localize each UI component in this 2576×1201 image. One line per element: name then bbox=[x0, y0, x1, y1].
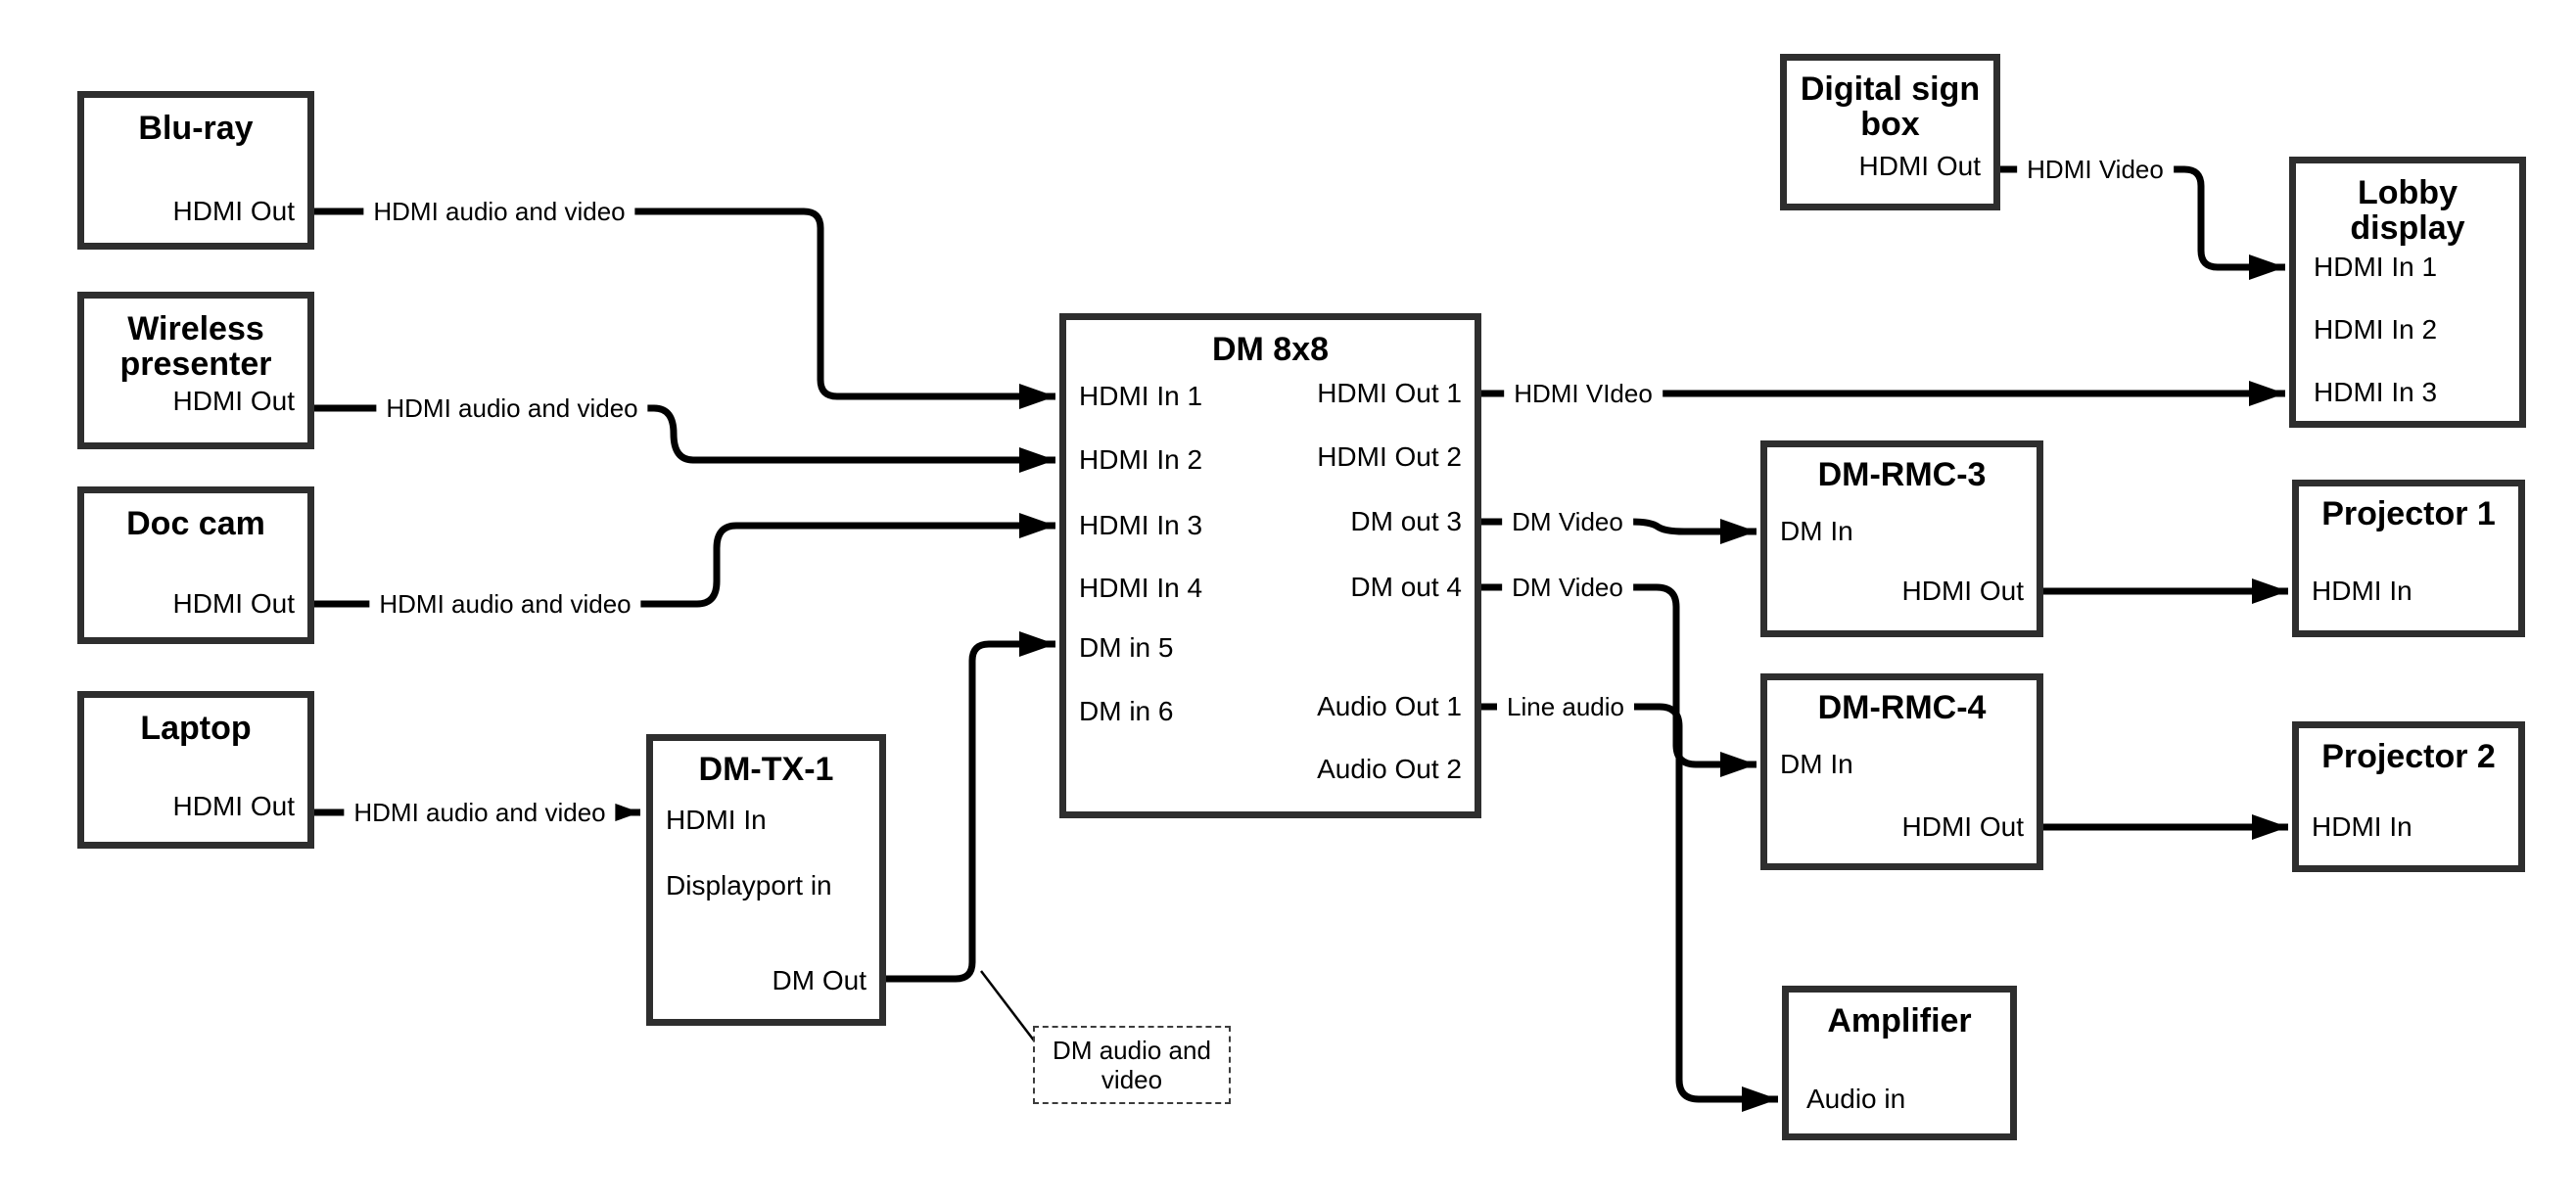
wire-bluray-to-dm8x8 bbox=[314, 208, 1055, 409]
node-dm-rmc-3-title: DM-RMC-3 bbox=[1817, 456, 1987, 493]
wire-doccam-to-dm8x8 bbox=[314, 513, 1055, 608]
port-dm8x8-hdmi-out-1: HDMI Out 1 bbox=[1317, 378, 1462, 408]
node-projector-2: Projector 2 HDMI In bbox=[2292, 721, 2525, 872]
node-laptop-title: Laptop bbox=[140, 710, 252, 747]
port-dmtx1-dm-out: DM Out bbox=[772, 965, 866, 995]
wire-label-bluray: HDMI audio and video bbox=[363, 196, 635, 227]
wire-label-doccam: HDMI audio and video bbox=[369, 588, 641, 620]
port-dm8x8-hdmi-in-4: HDMI In 4 bbox=[1079, 573, 1203, 603]
node-dm-8x8-title: DM 8x8 bbox=[1211, 331, 1330, 368]
note-callout-line bbox=[980, 970, 1035, 1041]
node-doc-cam-title: Doc cam bbox=[126, 505, 265, 542]
port-wireless-hdmi-out: HDMI Out bbox=[172, 386, 295, 416]
node-lobby-display-title: Lobby display bbox=[2350, 174, 2465, 247]
port-dm8x8-audio-out-1: Audio Out 1 bbox=[1317, 691, 1462, 721]
wire-label-laptop: HDMI audio and video bbox=[344, 797, 616, 828]
node-dm-tx-1-title: DM-TX-1 bbox=[698, 751, 834, 788]
wire-label-wireless: HDMI audio and video bbox=[376, 393, 648, 424]
node-doc-cam: Doc cam HDMI Out bbox=[77, 486, 314, 644]
port-laptop-hdmi-out: HDMI Out bbox=[172, 791, 295, 821]
wire-digital-sign-to-lobby bbox=[2000, 165, 2285, 280]
wire-label-hdmi-out-1: HDMI VIdeo bbox=[1504, 378, 1663, 409]
wire-dmtx1-to-dm8x8 bbox=[886, 631, 1055, 983]
node-bluray: Blu-ray HDMI Out bbox=[77, 91, 314, 250]
port-lobby-hdmi-in-2: HDMI In 2 bbox=[2314, 314, 2438, 345]
port-dm8x8-audio-out-2: Audio Out 2 bbox=[1317, 754, 1462, 784]
port-rmc3-dm-in: DM In bbox=[1780, 516, 1853, 546]
port-digital-sign-hdmi-out: HDMI Out bbox=[1858, 151, 1981, 181]
port-proj1-hdmi-in: HDMI In bbox=[2312, 576, 2412, 606]
wire-audio-out-1-to-amplifier bbox=[1481, 703, 1778, 1112]
port-doccam-hdmi-out: HDMI Out bbox=[172, 588, 295, 619]
wire-label-audio-out-1: Line audio bbox=[1497, 691, 1634, 722]
port-rmc3-hdmi-out: HDMI Out bbox=[1901, 576, 2024, 606]
node-amplifier: Amplifier Audio in bbox=[1782, 986, 2017, 1140]
port-rmc4-hdmi-out: HDMI Out bbox=[1901, 811, 2024, 842]
node-projector-1: Projector 1 HDMI In bbox=[2292, 480, 2525, 637]
port-dm8x8-dm-out-3: DM out 3 bbox=[1350, 506, 1462, 536]
node-dm-rmc-4-title: DM-RMC-4 bbox=[1817, 689, 1987, 726]
node-amplifier-title: Amplifier bbox=[1827, 1002, 1972, 1039]
wire-dm-out-3-to-rmc3 bbox=[1481, 518, 1756, 544]
wire-label-dm-out-4: DM Video bbox=[1502, 572, 1633, 603]
node-wireless-presenter: Wireless presenter HDMI Out bbox=[77, 292, 314, 449]
port-dm8x8-hdmi-in-1: HDMI In 1 bbox=[1079, 381, 1203, 411]
node-projector-1-title: Projector 1 bbox=[2321, 495, 2496, 532]
port-rmc4-dm-in: DM In bbox=[1780, 749, 1853, 779]
node-dm-rmc-3: DM-RMC-3 DM In HDMI Out bbox=[1760, 440, 2043, 637]
node-digital-sign-box-title: Digital sign box bbox=[1800, 70, 1981, 143]
node-dm-8x8: DM 8x8 HDMI In 1 HDMI In 2 HDMI In 3 HDM… bbox=[1059, 313, 1481, 818]
port-amplifier-audio-in: Audio in bbox=[1806, 1084, 1906, 1114]
wire-wireless-to-dm8x8 bbox=[314, 404, 1055, 473]
port-dm8x8-hdmi-out-2: HDMI Out 2 bbox=[1317, 441, 1462, 472]
wire-label-dm-out-3: DM Video bbox=[1502, 506, 1633, 537]
node-dm-tx-1: DM-TX-1 HDMI In Displayport in DM Out bbox=[646, 734, 886, 1026]
port-dmtx1-hdmi-in: HDMI In bbox=[666, 805, 767, 835]
note-dm-audio-and-video: DM audio and video bbox=[1033, 1026, 1231, 1104]
port-proj2-hdmi-in: HDMI In bbox=[2312, 811, 2412, 842]
node-projector-2-title: Projector 2 bbox=[2321, 738, 2496, 775]
wire-dm-out-4-to-rmc4 bbox=[1481, 583, 1756, 777]
port-dm8x8-hdmi-in-2: HDMI In 2 bbox=[1079, 444, 1203, 475]
port-dm8x8-dm-out-4: DM out 4 bbox=[1350, 572, 1462, 602]
port-dm8x8-hdmi-in-3: HDMI In 3 bbox=[1079, 510, 1203, 540]
node-laptop: Laptop HDMI Out bbox=[77, 691, 314, 849]
port-bluray-hdmi-out: HDMI Out bbox=[172, 196, 295, 226]
port-lobby-hdmi-in-3: HDMI In 3 bbox=[2314, 377, 2438, 407]
node-digital-sign-box: Digital sign box HDMI Out bbox=[1780, 54, 2000, 210]
wire-label-digital-sign: HDMI Video bbox=[2017, 154, 2174, 185]
node-lobby-display: Lobby display HDMI In 1 HDMI In 2 HDMI I… bbox=[2289, 157, 2526, 428]
port-dm8x8-dm-in-5: DM in 5 bbox=[1079, 632, 1174, 663]
node-wireless-presenter-title: Wireless presenter bbox=[119, 310, 272, 383]
port-dmtx1-displayport-in: Displayport in bbox=[666, 870, 832, 901]
port-lobby-hdmi-in-1: HDMI In 1 bbox=[2314, 252, 2438, 282]
node-bluray-title: Blu-ray bbox=[138, 110, 254, 147]
note-text: DM audio and video bbox=[1053, 1036, 1211, 1094]
port-dm8x8-dm-in-6: DM in 6 bbox=[1079, 696, 1174, 726]
node-dm-rmc-4: DM-RMC-4 DM In HDMI Out bbox=[1760, 673, 2043, 870]
